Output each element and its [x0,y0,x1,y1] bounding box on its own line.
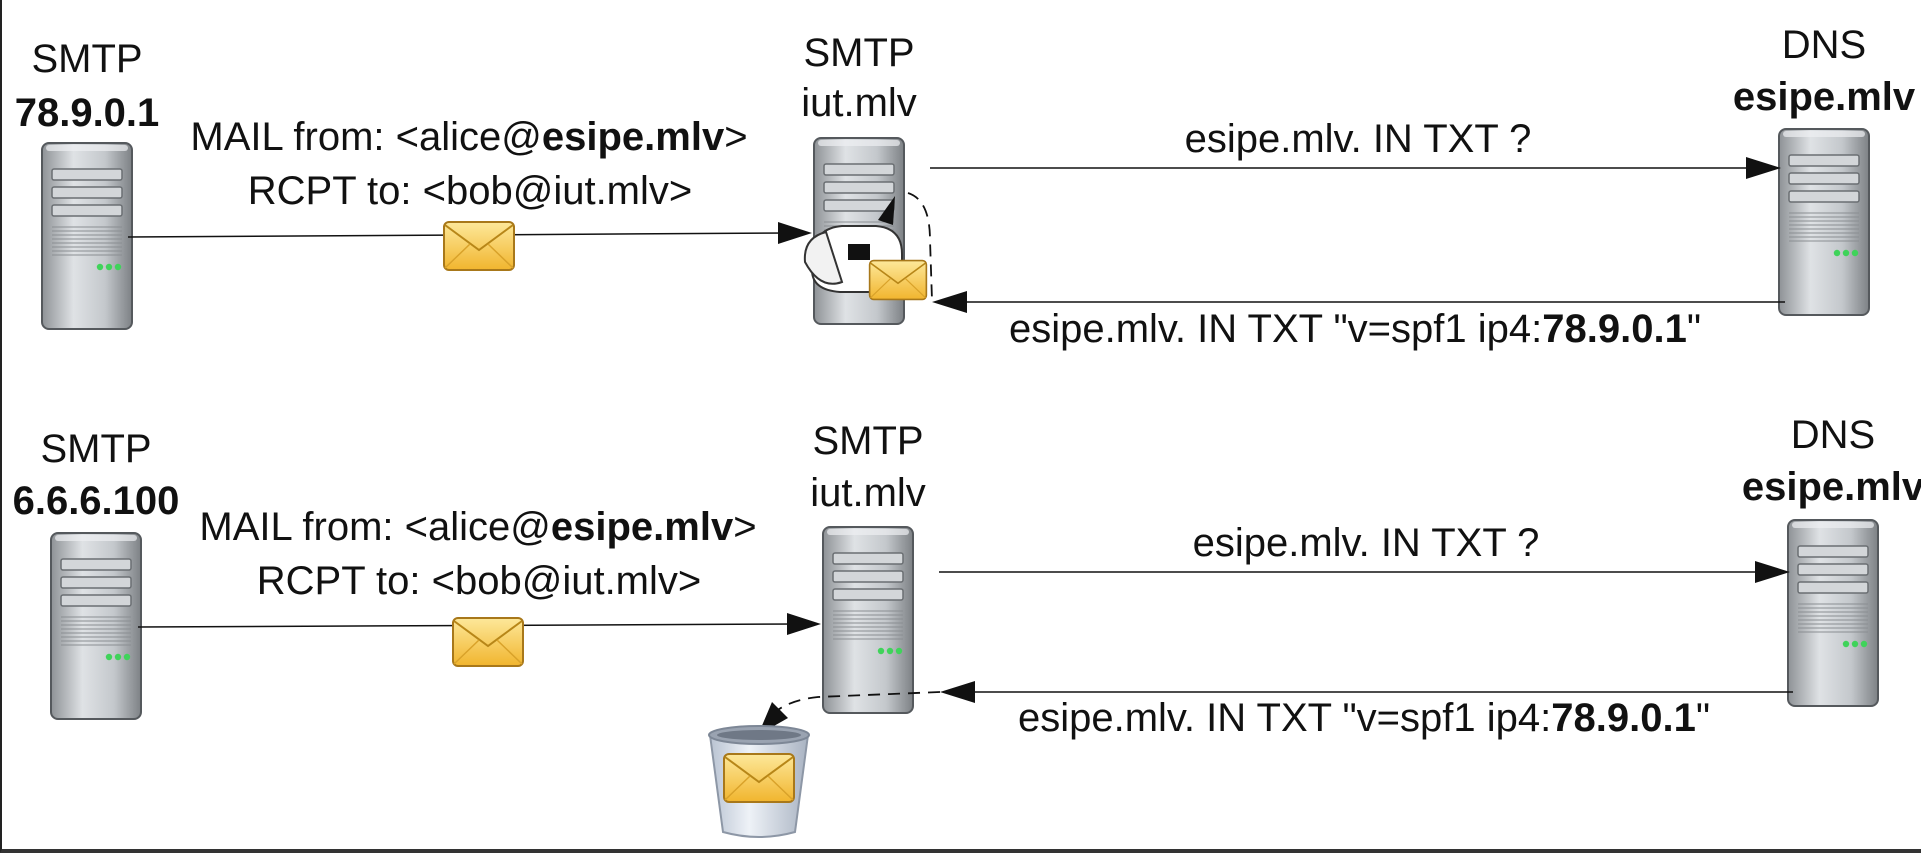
dns-query-label: esipe.mlv. IN TXT ? [1184,117,1532,161]
envelope-icon [443,221,515,271]
dns-reply-suffix: " [1686,307,1702,351]
dns-name-label: esipe.mlv [1741,465,1921,509]
trash-bin-icon [708,725,810,838]
envelope-icon [452,617,524,667]
dns-server-icon [1777,127,1871,317]
dns-reply-ip: 78.9.0.1 [1542,307,1687,351]
delivery-dashed-line [907,192,933,301]
sender-server-icon [40,141,134,331]
mail-from-suffix: > [724,115,748,159]
arrowhead-icon [1746,157,1781,179]
dns-reply-suffix: " [1695,696,1711,740]
arrowhead-icon [1755,561,1790,583]
arrowhead-icon [940,681,975,703]
mail-from-suffix: > [733,505,757,549]
dns-reply-prefix: esipe.mlv. IN TXT "v=spf1 ip4: [1008,307,1543,351]
sender-ip-label: 6.6.6.100 [12,479,180,523]
dns-name-label: esipe.mlv [1732,75,1916,119]
arrowhead-icon [778,222,812,244]
sender-role-label: SMTP [40,427,152,471]
rcpt-to-label: RCPT to: <bob@iut.mlv> [247,169,693,213]
receiver-role-label: SMTP [812,419,924,463]
receiver-role-label: SMTP [803,31,915,75]
mail-from-label: MAIL from: <alice@esipe.mlv> [199,504,756,550]
receiver-name-label: iut.mlv [810,471,926,515]
scenario-bottom [49,518,1880,838]
rcpt-to-label: RCPT to: <bob@iut.mlv> [256,559,702,603]
dns-reply-label: esipe.mlv. IN TXT "v=spf1 ip4:78.9.0.1" [1018,695,1710,741]
sender-server-icon [49,531,143,721]
dns-reply-ip: 78.9.0.1 [1551,696,1696,740]
arrowhead-icon [787,613,821,635]
mail-from-domain: esipe.mlv [550,505,734,549]
sender-ip-label: 78.9.0.1 [14,91,160,135]
mail-from-prefix: MAIL from: <alice@ [190,115,542,159]
dns-reply-prefix: esipe.mlv. IN TXT "v=spf1 ip4: [1017,696,1552,740]
dns-role-label: DNS [1781,23,1867,67]
scenario-top [40,127,1871,331]
mail-from-domain: esipe.mlv [541,115,725,159]
mail-from-label: MAIL from: <alice@esipe.mlv> [190,114,747,160]
dns-role-label: DNS [1790,413,1876,457]
dns-reply-label: esipe.mlv. IN TXT "v=spf1 ip4:78.9.0.1" [1009,306,1701,352]
dns-query-label: esipe.mlv. IN TXT ? [1192,521,1540,565]
sender-role-label: SMTP [31,37,143,81]
arrowhead-icon [932,291,967,313]
receiver-name-label: iut.mlv [801,81,917,125]
mail-from-prefix: MAIL from: <alice@ [199,505,551,549]
mailbox-icon [803,196,928,301]
receiver-server-icon [821,525,915,715]
dns-server-icon [1786,518,1880,708]
